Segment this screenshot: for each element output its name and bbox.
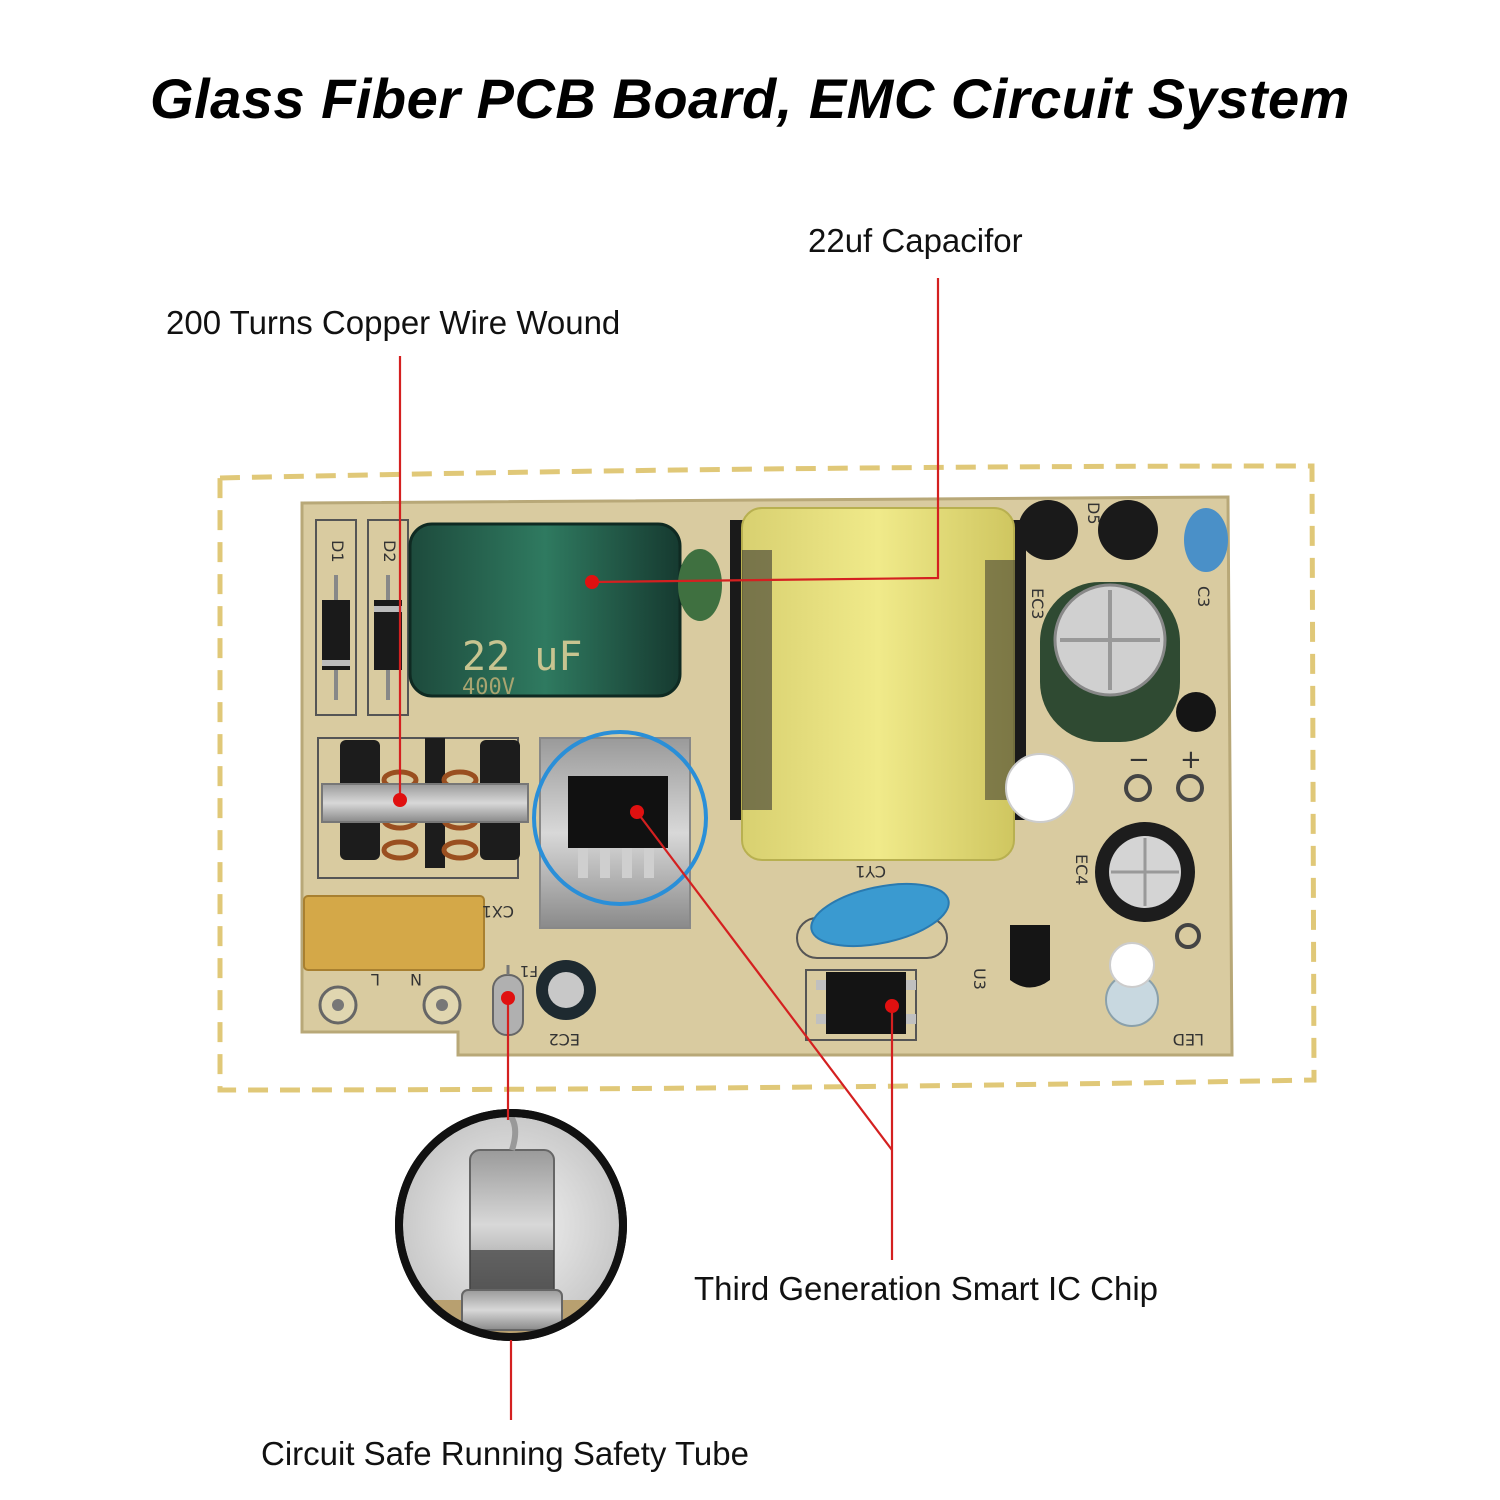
callout-dot-optocoupler	[885, 999, 899, 1013]
callout-line-capacitor	[591, 278, 940, 584]
ceramic-capacitor-c3	[1184, 508, 1228, 572]
callout-lines	[398, 278, 940, 1420]
capacitor-value-text: 22 uF	[462, 634, 582, 680]
ic-highlight-ring	[532, 730, 708, 906]
dashed-frame	[217, 463, 1317, 1093]
label-d1: D1	[328, 540, 347, 563]
label-f1: F1	[520, 962, 538, 980]
callout-dot-fuse	[501, 991, 515, 1005]
callout-line-ic-left	[636, 811, 893, 1151]
rectifier-d5	[1018, 500, 1078, 560]
label-l: L	[371, 970, 380, 989]
optocoupler	[816, 972, 916, 1034]
label-d5: D5	[1084, 502, 1103, 525]
callout-label-safety-tube: Circuit Safe Running Safety Tube	[261, 1435, 749, 1472]
rectifier-d6	[1098, 500, 1158, 560]
callout-label-capacitor: 22uf Capacifor	[808, 222, 1023, 259]
label-cy1: CY1	[855, 862, 886, 881]
callout-dot-capacitor	[585, 575, 599, 589]
callout-dot-copper-wire	[393, 793, 407, 807]
capacitor-voltage-text: 400V	[462, 675, 515, 700]
led	[1105, 942, 1159, 1027]
label-cx1: CX1	[482, 902, 514, 921]
terminal-n	[422, 985, 462, 1025]
ic-chip	[568, 776, 668, 878]
label-u3: U3	[970, 968, 989, 990]
label-ec4: EC4	[1072, 854, 1091, 885]
label-d2: D2	[380, 540, 399, 563]
common-mode-choke	[321, 738, 529, 868]
capacitor-ec2	[536, 960, 596, 1020]
output-pads	[1005, 753, 1204, 949]
regulator-u3	[1010, 925, 1050, 988]
label-ec2: EC2	[549, 1030, 580, 1049]
diode-d2	[374, 575, 402, 700]
capacitor-ec4	[1095, 822, 1195, 922]
callout-dot-ic	[630, 805, 644, 819]
fuse-zoom-inset	[395, 1109, 627, 1341]
label-c3: C3	[1194, 586, 1213, 607]
capacitor-ec3	[1040, 582, 1180, 742]
label-ec3: EC3	[1028, 588, 1047, 619]
callout-label-ic-chip: Third Generation Smart IC Chip	[694, 1270, 1159, 1307]
callout-label-copper-wire: 200 Turns Copper Wire Wound	[166, 304, 621, 341]
label-led: LED	[1173, 1030, 1204, 1049]
small-film-capacitor	[678, 549, 722, 621]
y-capacitor	[810, 882, 950, 948]
plus-mark: +	[1180, 745, 1202, 775]
label-n: N	[410, 970, 422, 989]
capacitor-22uf: 22 uF 400V	[408, 522, 682, 700]
x-capacitor	[303, 895, 485, 971]
transformer	[730, 507, 1026, 861]
diode-d1	[322, 575, 350, 700]
terminal-l	[318, 985, 358, 1025]
small-transistor	[1176, 692, 1216, 732]
callout-dots	[393, 575, 899, 1013]
minus-mark: −	[1128, 745, 1150, 775]
page-title: Glass Fiber PCB Board, EMC Circuit Syste…	[150, 67, 1350, 130]
